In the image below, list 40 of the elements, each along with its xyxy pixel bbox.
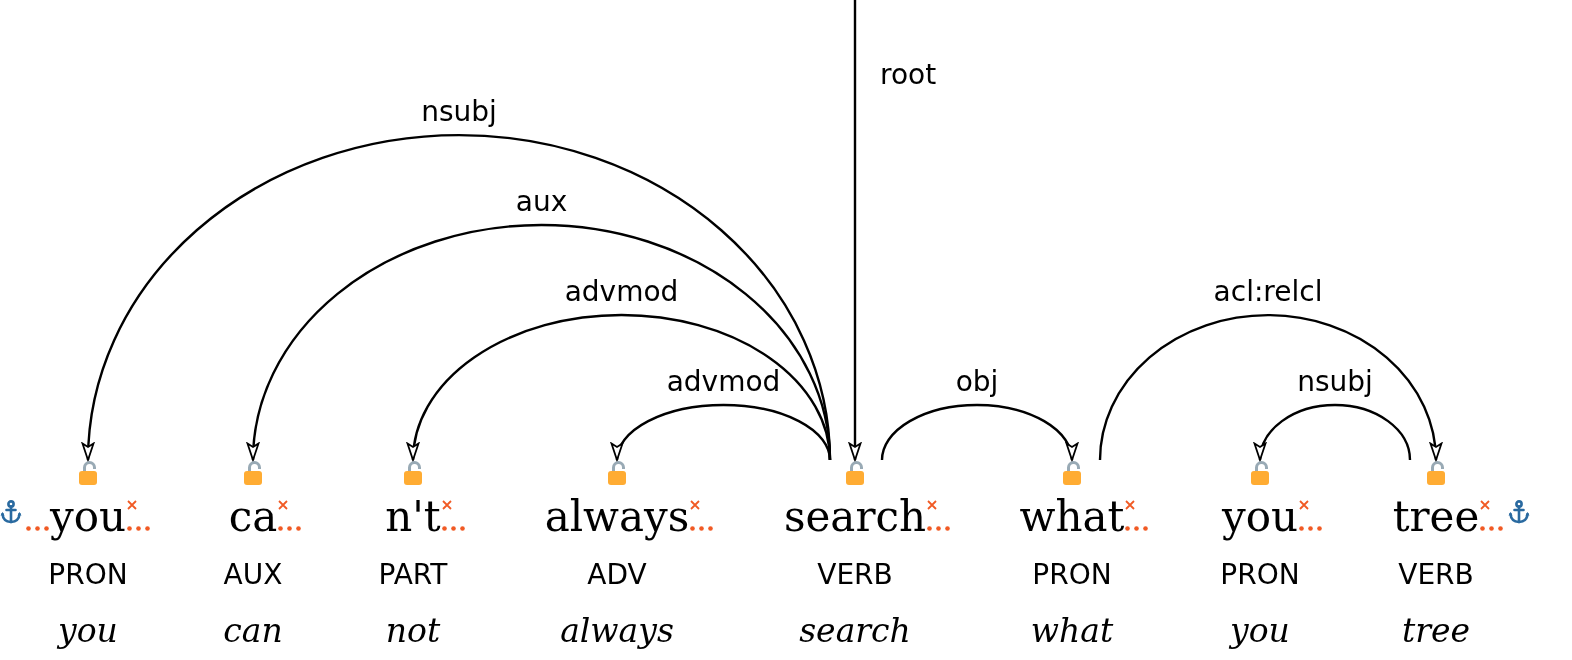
pos-tag: PRON bbox=[1032, 557, 1112, 593]
dependency-arc bbox=[1255, 403, 1412, 461]
token-word: what bbox=[1019, 493, 1125, 541]
dependency-arc bbox=[880, 403, 1077, 461]
edge-label: acl:relcl bbox=[1213, 275, 1323, 309]
edge-label: root bbox=[880, 58, 937, 92]
pos-tag: PRON bbox=[1220, 557, 1300, 593]
token-word: you bbox=[1221, 493, 1299, 541]
edge-label: advmod bbox=[666, 365, 781, 399]
edge-label: aux bbox=[515, 185, 568, 219]
pos-tag: ADV bbox=[587, 557, 647, 593]
lemma-text: always bbox=[560, 610, 674, 652]
arrow bbox=[848, 0, 862, 461]
token-word: ca bbox=[228, 493, 278, 541]
pos-tag: PRON bbox=[48, 557, 128, 593]
dependency-arc bbox=[1098, 314, 1442, 461]
edge-label: nsubj bbox=[421, 95, 497, 129]
dependency-arc bbox=[408, 314, 832, 461]
token-word: search bbox=[783, 493, 927, 541]
edge-label: nsubj bbox=[1297, 365, 1373, 399]
token-word: always bbox=[544, 493, 690, 541]
dependency-arc bbox=[82, 134, 832, 461]
lemma-text: search bbox=[799, 610, 911, 652]
token-word: you bbox=[49, 493, 127, 541]
edge-label: obj bbox=[955, 365, 999, 399]
edge-label: advmod bbox=[564, 275, 679, 309]
pos-tag: VERB bbox=[1398, 557, 1474, 593]
pos-tag: AUX bbox=[223, 557, 283, 593]
lemma-text: not bbox=[385, 610, 441, 652]
lemma-text: you bbox=[1230, 610, 1290, 652]
lemma-text: can bbox=[223, 610, 283, 652]
pos-tag: VERB bbox=[817, 557, 893, 593]
lemma-text: you bbox=[58, 610, 118, 652]
dependency-arc bbox=[247, 224, 832, 461]
lemma-text: tree bbox=[1401, 610, 1471, 652]
token-word: tree bbox=[1392, 493, 1480, 541]
token-word: n't bbox=[385, 493, 441, 541]
dependency-arc bbox=[612, 403, 832, 461]
pos-tag: PART bbox=[378, 557, 448, 593]
lemma-text: what bbox=[1030, 610, 1114, 652]
